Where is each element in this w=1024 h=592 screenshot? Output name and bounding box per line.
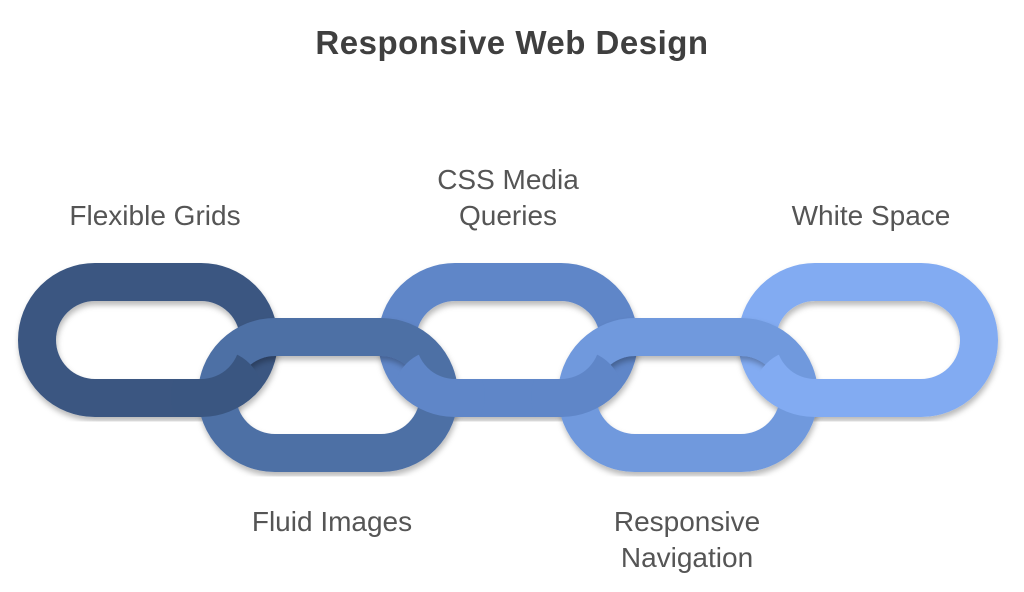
link-label-white-space: White Space xyxy=(791,200,951,231)
link-label-css-media-queries: CSS Media Queries xyxy=(437,164,579,231)
link-label-flexible-grids: Flexible Grids xyxy=(69,200,241,231)
link-label-responsive-navigation: Responsive Navigation xyxy=(613,506,761,573)
link-label-fluid-images: Fluid Images xyxy=(251,506,413,537)
diagram-title: Responsive Web Design xyxy=(315,24,709,61)
